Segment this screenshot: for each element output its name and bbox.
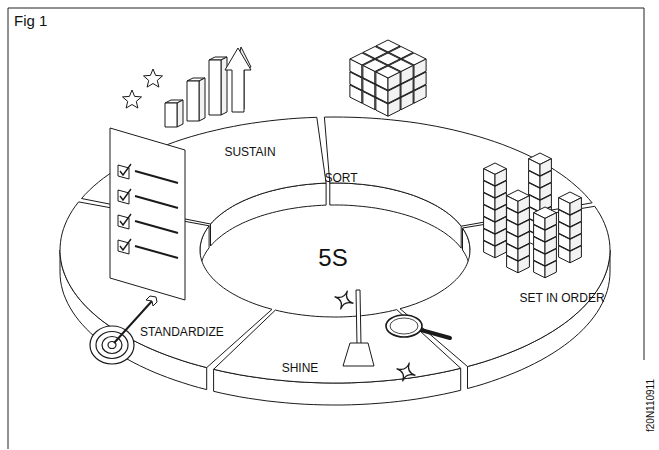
checkbox [118, 190, 129, 204]
center-title: 5S [318, 244, 347, 272]
star-symbol [123, 90, 142, 108]
cube-left [484, 169, 495, 186]
cube-left [507, 196, 518, 213]
figure-title: Fig 1 [14, 12, 47, 29]
check-mark [120, 189, 131, 200]
checklist-line [135, 196, 178, 208]
segment-label: SHINE [282, 361, 319, 375]
dart-feather [146, 296, 157, 306]
sustain-growth-icon [123, 47, 252, 127]
ring-segment [324, 117, 592, 226]
segment-label-box: SET IN ORDER [515, 289, 608, 307]
checkbox [118, 215, 129, 229]
check-mark [120, 214, 131, 225]
cube-right [570, 198, 581, 215]
checklist-line [135, 221, 178, 233]
figure-code-watermark: f20N110911 [645, 378, 656, 431]
broom-handle [356, 290, 361, 345]
cube-left [363, 66, 375, 84]
cube-right [518, 196, 529, 213]
bar-side [177, 100, 183, 127]
cube-left [350, 59, 362, 77]
sort-cube-icon [350, 40, 426, 116]
checkbox [118, 165, 129, 179]
segment-label-box: SUSTAIN [220, 143, 279, 161]
broom-head [343, 343, 374, 366]
bar-front [165, 103, 177, 127]
bar-side [199, 78, 205, 121]
ring-segments [60, 117, 610, 405]
bar-side [221, 57, 227, 115]
bar-front [187, 81, 199, 121]
segment-label: SORT [324, 171, 357, 185]
magnifier-glass [390, 318, 418, 334]
check-mark [120, 164, 131, 175]
checkbox [118, 240, 129, 254]
cube-left [559, 198, 570, 215]
segment-icons [90, 40, 581, 385]
cube-right [414, 59, 426, 77]
target-ring [96, 332, 128, 359]
target-ring [90, 326, 134, 364]
segment-label: SET IN ORDER [519, 291, 604, 305]
cube-right [540, 159, 551, 176]
set-in-order-stacks-icon [484, 153, 582, 278]
cube-right [388, 72, 400, 90]
checklist-line [135, 171, 178, 183]
checklist-line [135, 246, 178, 258]
star-symbol [144, 69, 163, 87]
segment-label: SUSTAIN [224, 145, 275, 159]
cube-right [495, 169, 506, 186]
magnifier-lens [386, 315, 422, 337]
cube-right [545, 213, 556, 230]
segment-label-box: SHINE [278, 359, 323, 377]
segment-label-box: SORT [320, 169, 361, 187]
target-ring [102, 337, 122, 354]
segment-label-box: STANDARDIZE [136, 323, 228, 341]
magnifier-handle [421, 330, 450, 338]
checklist-sheet [110, 128, 185, 300]
figure-frame [8, 8, 644, 449]
check-mark [120, 239, 131, 250]
cube-left [534, 213, 545, 230]
cube-right [401, 66, 413, 84]
shine-icon [331, 287, 450, 385]
center-label-box: 5S [314, 242, 351, 274]
segment-tops [60, 117, 610, 383]
growth-arrow [225, 48, 251, 112]
sparkle-symbol [393, 359, 419, 385]
sparkle-symbol [331, 287, 357, 313]
cube-left [529, 159, 540, 176]
segment-label: STANDARDIZE [140, 325, 224, 339]
bar-front [209, 60, 221, 115]
cube-left [376, 72, 388, 90]
